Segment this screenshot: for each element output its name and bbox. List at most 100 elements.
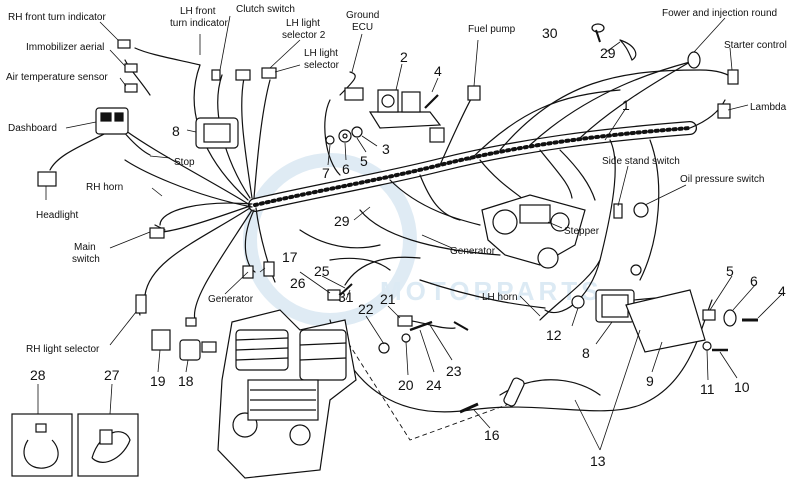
part-number-27: 27 — [104, 367, 120, 383]
label-dashboard: Dashboard — [8, 123, 57, 134]
washer-22 — [378, 342, 390, 354]
components — [11, 23, 758, 479]
part-number-29: 29 — [600, 45, 616, 61]
spark-plug-16 — [459, 402, 479, 414]
label-side-stand: Side stand switch — [602, 156, 680, 167]
side-stand-connector — [613, 203, 623, 219]
part-number-10: 10 — [734, 379, 750, 395]
label-main: Main — [74, 242, 96, 253]
washer-11 — [702, 341, 712, 351]
part-number-4b: 4 — [778, 283, 786, 299]
screw-23 — [409, 320, 433, 332]
cable-tie-head-28 — [35, 423, 47, 433]
lh-horn-connector — [630, 264, 642, 276]
label-lh-front-turn-1: LH front — [180, 6, 216, 17]
cable-tie-28 — [23, 439, 59, 469]
label-rh-light-selector: RH light selector — [26, 344, 100, 355]
label-stepper: Stepper — [564, 226, 600, 237]
label-headlight: Headlight — [36, 210, 78, 221]
label-switch: switch — [72, 254, 100, 265]
label-starter-control: Starter control — [724, 40, 787, 51]
air-temp-connector — [124, 83, 138, 93]
part-numbers: 1 2 3 4 5 6 7 8 29 30 29 17 25 26 31 22 … — [30, 25, 786, 469]
label-lh-light-sel-2: selector — [304, 60, 340, 71]
part-number-13: 13 — [590, 453, 606, 469]
screw-30 — [591, 23, 605, 43]
part-number-4: 4 — [434, 63, 442, 79]
headlight-connector — [37, 171, 57, 187]
generator-connector — [263, 261, 275, 277]
connector-rh — [185, 317, 197, 327]
lambda-connector — [717, 103, 731, 119]
oil-pressure-switch — [633, 202, 649, 218]
watermark-text: MOTORPARTS — [380, 276, 602, 306]
part-number-8b: 8 — [582, 345, 590, 361]
part-number-5b: 5 — [726, 263, 734, 279]
connector-18 — [179, 339, 201, 361]
bracket-9 — [625, 289, 706, 353]
rh-light-selector-connector — [135, 294, 147, 314]
washer-12 — [571, 295, 585, 309]
part-number-7: 7 — [322, 165, 330, 181]
throttle-body — [481, 194, 586, 269]
dashboard-unit — [95, 107, 129, 135]
part-number-2: 2 — [400, 49, 408, 65]
sensor-lh-horn — [453, 321, 469, 331]
label-generator-left: Generator — [208, 294, 254, 305]
washer-5 — [351, 126, 363, 138]
rh-front-turn-connector — [117, 39, 131, 49]
part-number-1: 1 — [622, 97, 630, 113]
fuel-pump-connector — [467, 85, 481, 101]
label-lh-light-sel-1: LH light — [304, 48, 338, 59]
box-28 — [11, 413, 73, 477]
part-number-25: 25 — [314, 263, 330, 279]
part-number-26: 26 — [290, 275, 306, 291]
relay-8-top — [195, 117, 239, 149]
label-power-injection: Fower and injection round — [662, 8, 777, 19]
part-number-19: 19 — [150, 373, 166, 389]
ground-ecu-connector — [344, 87, 364, 101]
connector-3 — [429, 127, 445, 143]
main-switch-connector — [149, 227, 165, 239]
label-lh-horn: LH horn — [482, 292, 518, 303]
part-number-9: 9 — [646, 373, 654, 389]
label-clutch-switch: Clutch switch — [236, 4, 295, 15]
part-number-28: 28 — [30, 367, 46, 383]
engine-block — [217, 309, 357, 479]
washer-6b — [723, 309, 737, 327]
bolt-4-top — [424, 94, 439, 109]
label-stop: Stop — [174, 157, 195, 168]
part-number-29b: 29 — [334, 213, 350, 229]
part-number-30: 30 — [542, 25, 558, 41]
part-number-21: 21 — [380, 291, 396, 307]
clamp-head-27 — [99, 429, 113, 445]
immobilizer-connector — [124, 63, 138, 73]
part-number-16: 16 — [484, 427, 500, 443]
part-number-20: 20 — [398, 377, 414, 393]
sensor-21 — [397, 315, 413, 327]
label-lh-front-turn-2: turn indicator — [170, 18, 228, 29]
connector-rh-2 — [201, 341, 217, 353]
washer-20 — [401, 333, 411, 343]
label-air-temp: Air temperature sensor — [6, 72, 108, 83]
power-injection-connector — [687, 51, 701, 69]
spacer-5 — [702, 309, 716, 321]
label-immobilizer: Immobilizer aerial — [26, 42, 104, 53]
leader-lines — [37, 15, 785, 451]
clutch-connector — [211, 69, 221, 81]
label-fuel-pump: Fuel pump — [468, 24, 516, 35]
label-rh-front-turn: RH front turn indicator — [8, 12, 106, 23]
label-lh-light-sel2-2: selector 2 — [282, 30, 326, 41]
part-number-24: 24 — [426, 377, 442, 393]
part-number-23: 23 — [446, 363, 462, 379]
text-labels: RH front turn indicator LH front turn in… — [6, 4, 787, 355]
part-number-22: 22 — [358, 301, 374, 317]
label-rh-horn: RH horn — [86, 182, 123, 193]
relay-19 — [151, 329, 171, 351]
washer-7 — [325, 135, 335, 145]
label-lambda: Lambda — [750, 102, 787, 113]
connector-25 — [339, 283, 353, 296]
part-number-31: 31 — [338, 289, 354, 305]
